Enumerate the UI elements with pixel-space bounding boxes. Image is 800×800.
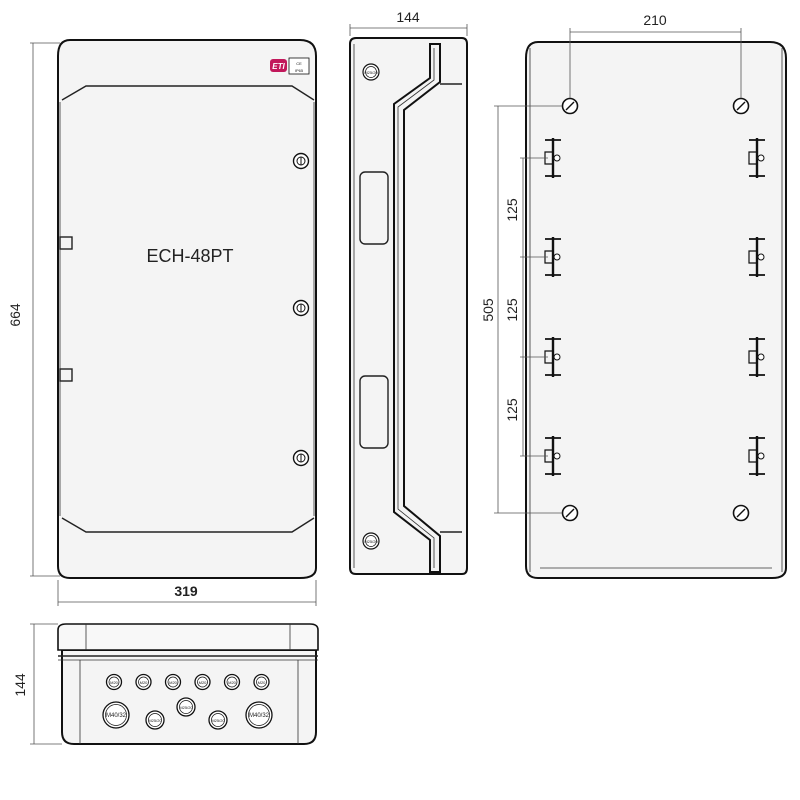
gland-m20-icon: M20 bbox=[223, 673, 241, 691]
svg-text:M20: M20 bbox=[140, 680, 149, 685]
rail-clip-icon bbox=[748, 337, 765, 377]
gland-m40-icon: M40/32 bbox=[102, 701, 130, 729]
svg-text:IP65: IP65 bbox=[295, 68, 304, 73]
svg-text:M40/32: M40/32 bbox=[249, 713, 270, 719]
svg-text:M20: M20 bbox=[199, 680, 208, 685]
lid-screw-icon bbox=[292, 449, 310, 467]
gland-m20-icon: M20 bbox=[253, 673, 270, 691]
svg-text:319: 319 bbox=[174, 583, 198, 599]
gland-m20-icon: M20 bbox=[164, 673, 182, 691]
svg-text:125: 125 bbox=[504, 298, 520, 322]
svg-text:M20: M20 bbox=[169, 680, 178, 685]
svg-text:M40/32: M40/32 bbox=[106, 713, 127, 719]
gland-m40-icon: M40/32 bbox=[245, 701, 273, 729]
gland-m25-icon: M25/20 bbox=[176, 697, 196, 717]
svg-text:144: 144 bbox=[396, 9, 420, 25]
brand-logo: ETI CE IP65 bbox=[270, 57, 310, 75]
gland-m25-icon: M25/20 bbox=[208, 710, 228, 730]
back-view bbox=[525, 41, 787, 579]
svg-text:M25/20: M25/20 bbox=[364, 70, 378, 75]
model-label: ECH-48PT bbox=[146, 246, 233, 266]
svg-text:M25/20: M25/20 bbox=[148, 718, 162, 723]
front-view: ETI CE IP65 ECH-48PT bbox=[57, 39, 317, 579]
svg-text:125: 125 bbox=[504, 198, 520, 222]
svg-text:M20: M20 bbox=[110, 680, 119, 685]
mounting-hole-icon bbox=[732, 97, 750, 115]
mounting-hole-icon bbox=[732, 504, 750, 522]
lid-screw-icon bbox=[292, 152, 310, 170]
front-height-dimension: 664 bbox=[7, 42, 60, 577]
svg-text:125: 125 bbox=[504, 398, 520, 422]
svg-text:M25/20: M25/20 bbox=[364, 539, 378, 544]
svg-text:M20: M20 bbox=[258, 680, 267, 685]
mounting-hole-icon bbox=[561, 504, 579, 522]
front-width-dimension: 319 bbox=[57, 580, 317, 606]
rail-clip-icon bbox=[748, 138, 765, 178]
gland-m20-icon: M20 bbox=[194, 673, 211, 691]
svg-text:505: 505 bbox=[480, 298, 496, 322]
lid-screw-icon bbox=[292, 299, 310, 317]
svg-text:CE: CE bbox=[296, 61, 302, 66]
back-height-dimension: 505 bbox=[480, 105, 562, 514]
svg-text:M25/20: M25/20 bbox=[179, 705, 193, 710]
side-view: M25/20 M25/20 bbox=[349, 37, 468, 575]
svg-text:144: 144 bbox=[12, 673, 28, 697]
svg-text:664: 664 bbox=[7, 303, 23, 327]
gland-m20-icon: M20 bbox=[135, 673, 152, 691]
rail-clip-icon bbox=[748, 237, 765, 277]
din-rail-clips bbox=[544, 138, 765, 476]
bottom-height-dimension: 144 bbox=[12, 623, 62, 745]
gland-m25-icon: M25/20 bbox=[145, 710, 165, 730]
svg-text:M20: M20 bbox=[228, 680, 237, 685]
svg-text:M25/20: M25/20 bbox=[211, 718, 225, 723]
mounting-hole-icon bbox=[561, 97, 579, 115]
gland-m20-icon: M20 bbox=[105, 673, 123, 691]
rail-clip-icon bbox=[748, 436, 765, 476]
side-depth-dimension: 144 bbox=[349, 9, 468, 36]
back-spacing-dimension: 210 bbox=[569, 12, 742, 98]
svg-text:210: 210 bbox=[643, 12, 667, 28]
rail-pitch-dimension: 125 125 125 bbox=[504, 157, 548, 457]
svg-text:ETI: ETI bbox=[272, 62, 285, 71]
